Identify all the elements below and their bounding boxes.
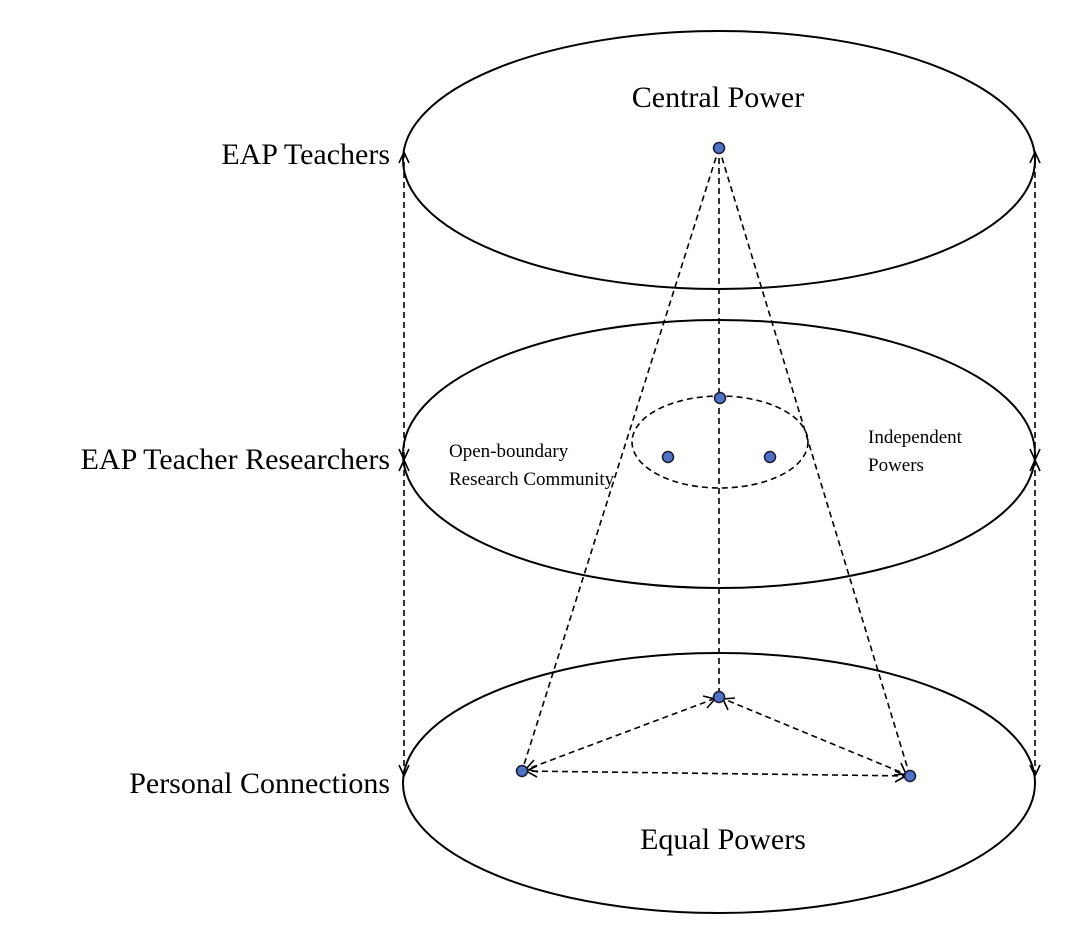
equal-link-top-right	[718, 696, 911, 777]
independent-powers-line2: Powers	[868, 455, 924, 476]
community-node-right	[763, 450, 777, 464]
right-connector-lower-head-top	[1029, 458, 1041, 472]
left-connector-lower-head-top	[398, 458, 410, 472]
left-connector-lower-head-bottom	[398, 764, 410, 778]
equal-link-left-top	[521, 696, 720, 772]
eap-teacher-researchers-label: EAP Teacher Researchers	[81, 443, 390, 476]
equal-node-right	[903, 769, 917, 783]
independent-powers-line1: Independent	[868, 427, 963, 448]
equal-link-top-right-head-a	[721, 697, 736, 711]
pyramid-left-line	[521, 147, 720, 772]
equal-node-left	[515, 764, 529, 778]
community-label-line2: Research Community	[449, 469, 615, 490]
community-node-top	[713, 391, 727, 405]
equal-link-left-right	[521, 770, 911, 777]
equal-node-top	[712, 690, 726, 704]
left-connector-upper-head-top	[398, 150, 410, 164]
community-label-line1: Open-boundary	[449, 441, 569, 462]
equal-powers-label: Equal Powers	[640, 823, 806, 856]
right-connector-upper-head-top	[1029, 150, 1041, 164]
right-connector-lower-head-bottom	[1029, 764, 1041, 778]
personal-connections-label: Personal Connections	[129, 767, 390, 800]
research-community-ellipse	[631, 395, 809, 489]
community-node-left	[661, 450, 675, 464]
central-power-label: Central Power	[632, 81, 804, 114]
eap-teachers-label: EAP Teachers	[221, 138, 390, 171]
central-power-node	[712, 141, 726, 155]
